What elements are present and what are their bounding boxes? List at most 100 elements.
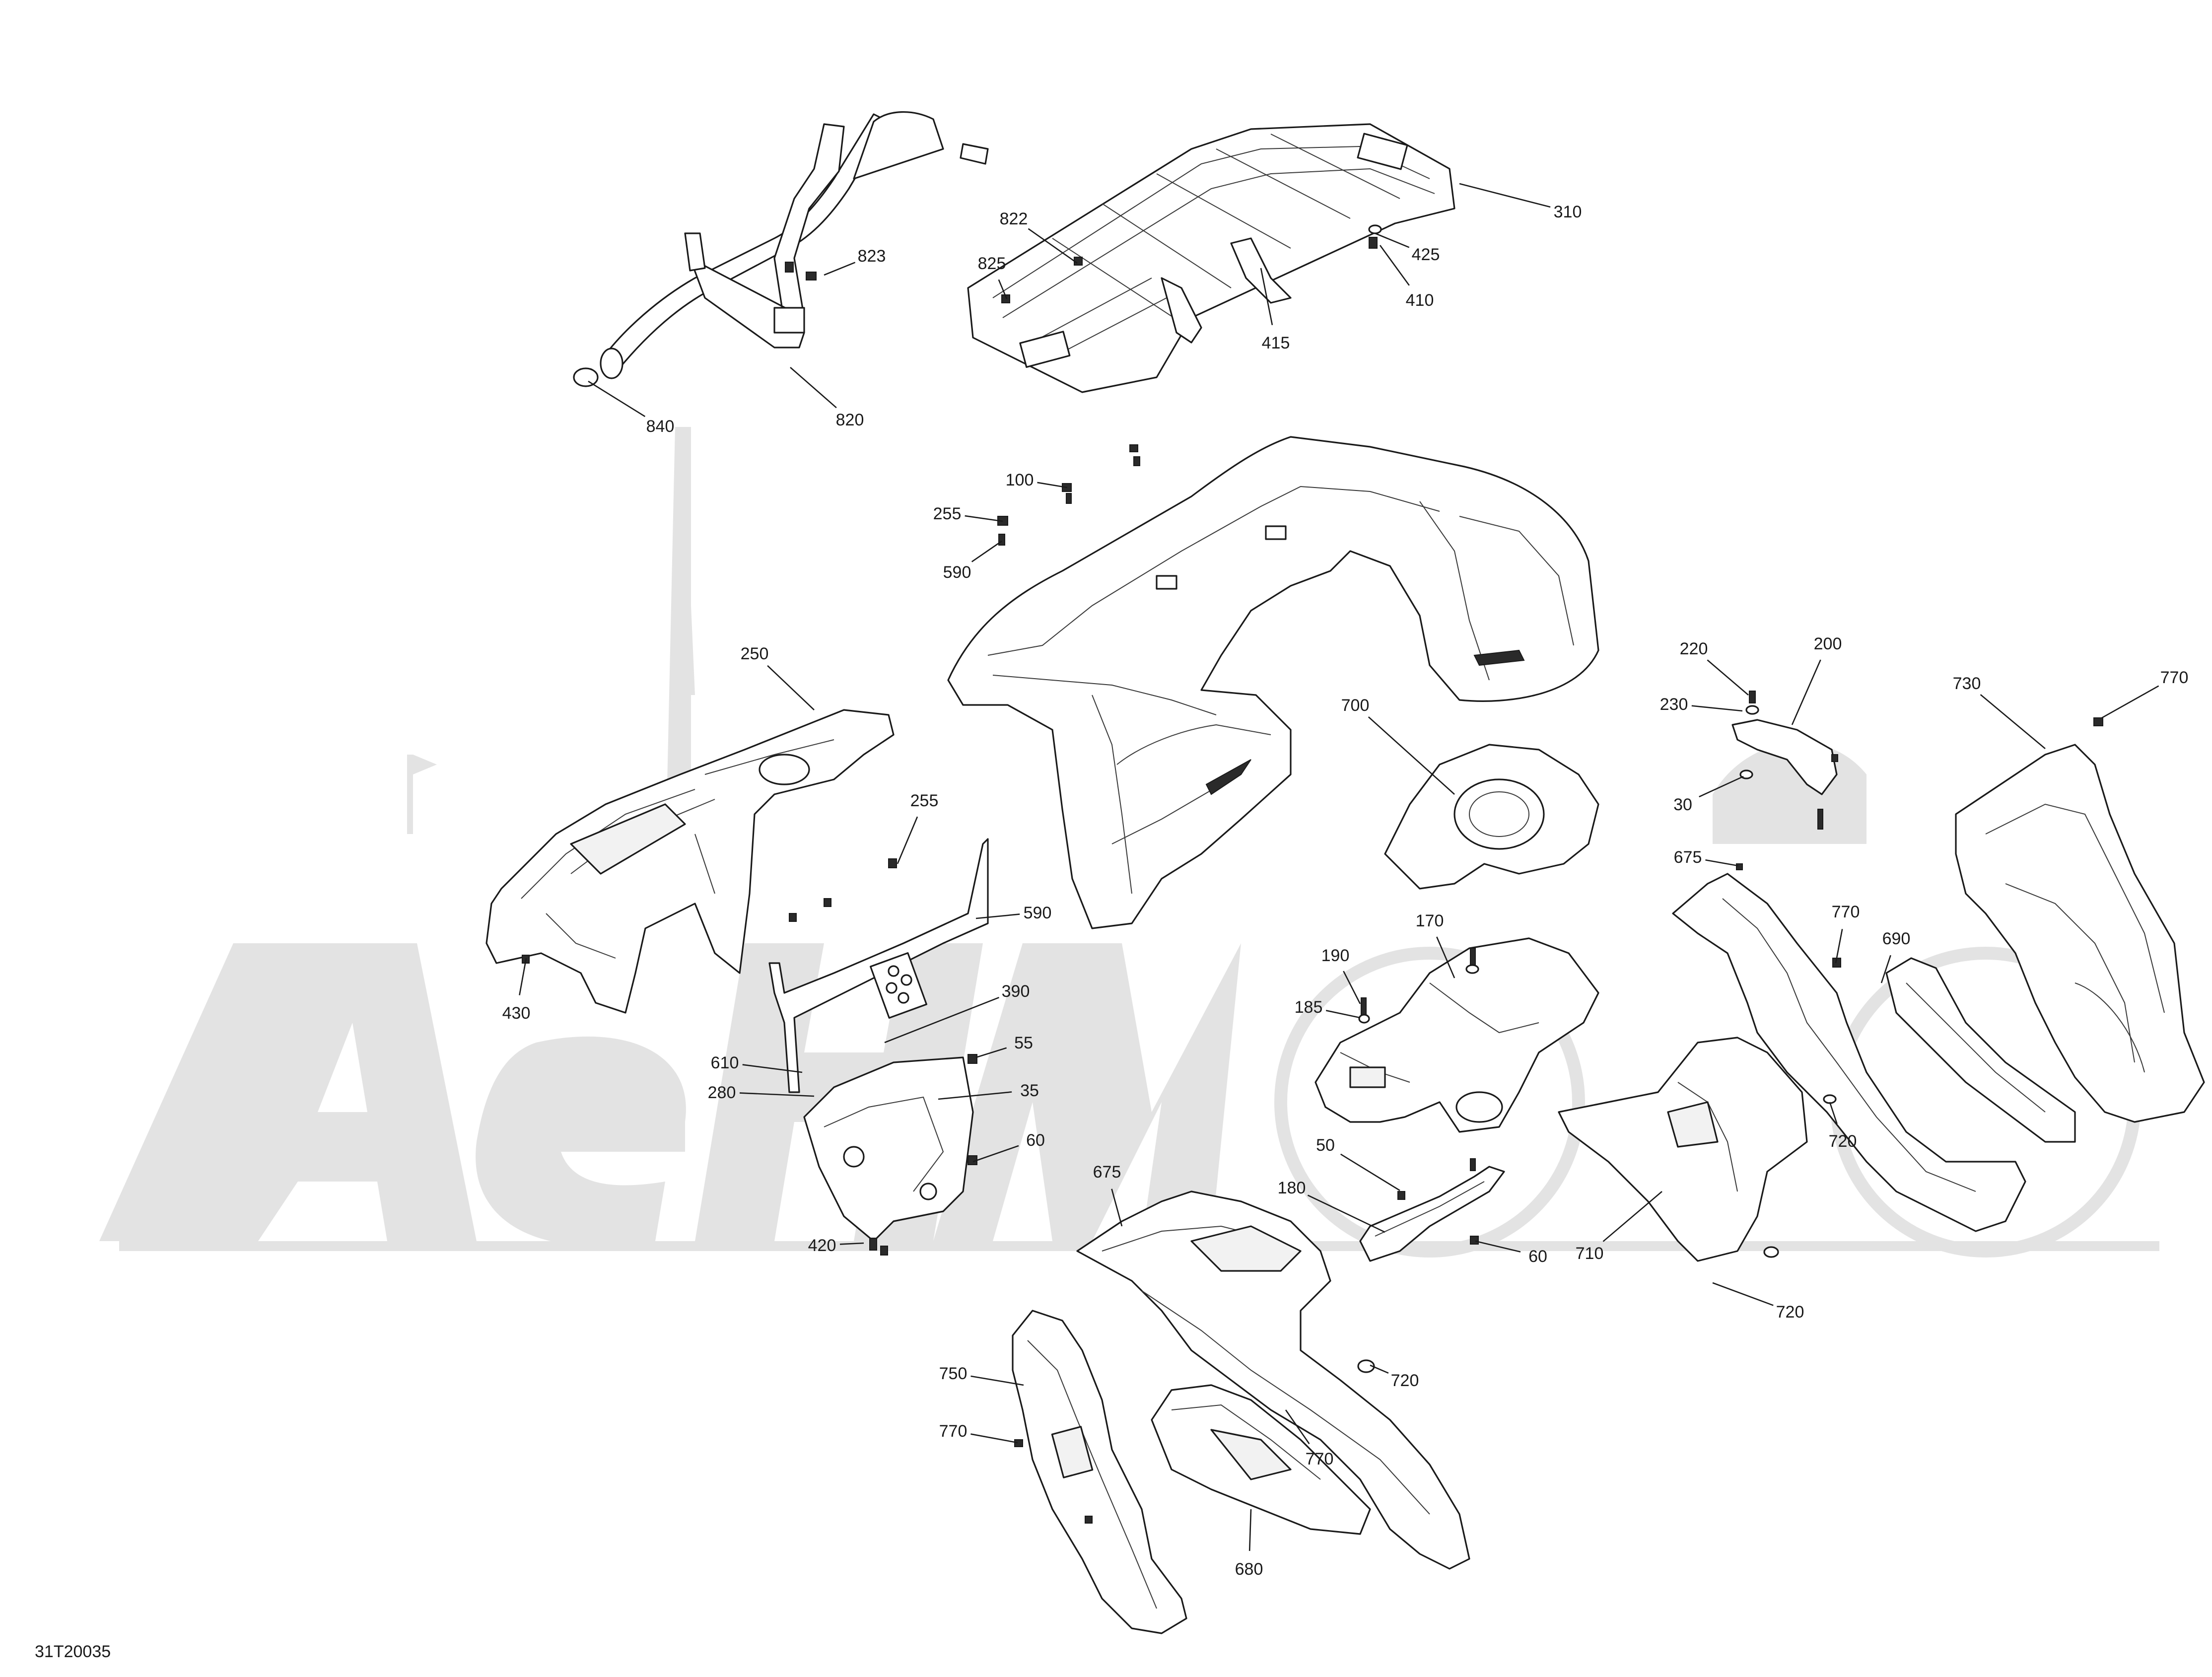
callout-label-390: 390 bbox=[1002, 982, 1030, 1001]
callout-leader-230 bbox=[1691, 705, 1743, 712]
callout-label-820: 820 bbox=[836, 411, 864, 429]
part-710-panel bbox=[1558, 1037, 1808, 1262]
callout-leader-680 bbox=[1248, 1509, 1252, 1551]
callout-label-425: 425 bbox=[1412, 245, 1440, 264]
callout-label-710: 710 bbox=[1576, 1244, 1604, 1263]
callout-leader-390 bbox=[884, 996, 999, 1044]
callout-label-410: 410 bbox=[1406, 291, 1434, 310]
callout-leader-425 bbox=[1375, 232, 1410, 248]
callout-label-720a: 720 bbox=[1829, 1132, 1857, 1151]
part-35-bracket bbox=[803, 1056, 974, 1242]
callout-leader-50 bbox=[1340, 1153, 1400, 1191]
callout-label-185: 185 bbox=[1295, 998, 1323, 1017]
fastener-right bbox=[1736, 863, 1841, 1104]
callout-label-720c: 720 bbox=[1391, 1371, 1419, 1390]
part-690-trim bbox=[1885, 957, 2076, 1143]
callout-leader-700 bbox=[1368, 716, 1455, 795]
callout-label-590a: 590 bbox=[943, 563, 971, 582]
callout-leader-430 bbox=[519, 958, 527, 995]
callout-label-840: 840 bbox=[646, 417, 675, 436]
callout-label-190: 190 bbox=[1321, 946, 1350, 965]
callout-leader-190 bbox=[1343, 971, 1361, 1004]
callout-leader-410 bbox=[1379, 245, 1410, 286]
callout-leader-610 bbox=[742, 1064, 803, 1073]
callout-label-700: 700 bbox=[1341, 696, 1370, 715]
callout-label-690: 690 bbox=[1882, 929, 1911, 948]
callout-label-30: 30 bbox=[1673, 795, 1692, 814]
callout-label-720b: 720 bbox=[1776, 1303, 1804, 1322]
callout-leader-55 bbox=[975, 1047, 1007, 1058]
part-rear-fender-body bbox=[947, 436, 1599, 929]
callout-label-680: 680 bbox=[1235, 1560, 1263, 1579]
callout-label-310: 310 bbox=[1554, 203, 1582, 221]
callout-label-280: 280 bbox=[708, 1083, 736, 1102]
callout-label-610: 610 bbox=[711, 1053, 739, 1072]
callout-leader-310 bbox=[1459, 183, 1551, 208]
callout-leader-100 bbox=[1037, 482, 1068, 489]
callout-leader-730 bbox=[1980, 694, 2046, 749]
callout-leader-690 bbox=[1880, 955, 1891, 983]
part-280-frame bbox=[768, 838, 989, 1093]
callout-leader-590a bbox=[971, 540, 1002, 562]
callout-leader-60a bbox=[972, 1145, 1019, 1163]
callout-label-60b: 60 bbox=[1528, 1247, 1547, 1266]
callout-leader-770a bbox=[2101, 685, 2159, 719]
callout-label-255a: 255 bbox=[933, 504, 962, 523]
callout-leader-675a bbox=[1705, 859, 1739, 867]
callout-label-180: 180 bbox=[1278, 1179, 1306, 1197]
callout-leader-590b bbox=[975, 913, 1020, 919]
callout-leader-255b bbox=[897, 816, 918, 864]
callout-leader-35 bbox=[938, 1091, 1012, 1100]
callout-leader-200 bbox=[1791, 659, 1821, 725]
fastener-100-255-590 bbox=[997, 444, 1140, 546]
callout-leader-280 bbox=[739, 1092, 815, 1097]
callout-label-200: 200 bbox=[1814, 634, 1842, 653]
callout-label-35: 35 bbox=[1020, 1081, 1039, 1100]
callout-leader-820 bbox=[790, 367, 837, 409]
callout-label-170: 170 bbox=[1416, 911, 1444, 930]
callout-label-770a: 770 bbox=[2160, 668, 2189, 687]
callout-leader-675b bbox=[1111, 1188, 1123, 1227]
part-250-panel bbox=[485, 709, 895, 1014]
part-170-console bbox=[1314, 937, 1599, 1133]
callout-leader-720c bbox=[1370, 1364, 1389, 1374]
callout-leader-255a bbox=[965, 515, 1003, 522]
part-200-bracket bbox=[1731, 691, 1838, 830]
callout-label-675a: 675 bbox=[1674, 848, 1702, 867]
callout-label-415: 415 bbox=[1262, 334, 1290, 352]
callout-leader-250 bbox=[767, 665, 815, 710]
part-680-panel bbox=[1151, 1384, 1371, 1535]
callout-leader-823 bbox=[824, 262, 856, 276]
callout-leader-60b bbox=[1475, 1240, 1521, 1253]
callout-label-675b: 675 bbox=[1093, 1163, 1121, 1182]
callout-leader-770c bbox=[970, 1433, 1018, 1444]
callout-leader-420 bbox=[839, 1242, 864, 1245]
callout-label-220: 220 bbox=[1680, 639, 1708, 658]
callout-leader-220 bbox=[1707, 659, 1749, 696]
callout-leader-185 bbox=[1325, 1010, 1361, 1019]
callout-label-730: 730 bbox=[1953, 674, 1981, 693]
callout-label-590b: 590 bbox=[1024, 904, 1052, 922]
callout-label-55: 55 bbox=[1014, 1034, 1033, 1052]
callout-label-825: 825 bbox=[978, 254, 1006, 273]
part-700-cover bbox=[1384, 744, 1599, 890]
diagram-code: 31T20035 bbox=[35, 1642, 111, 1661]
callout-label-60a: 60 bbox=[1026, 1131, 1045, 1150]
part-lower-side-panel bbox=[1076, 1190, 1470, 1570]
part-180-bar bbox=[1359, 1158, 1505, 1262]
callout-label-250: 250 bbox=[741, 644, 769, 663]
part-right-side-rail bbox=[1672, 873, 2026, 1232]
callout-label-823: 823 bbox=[858, 247, 886, 266]
part-730-side-panel bbox=[1955, 717, 2205, 1123]
callout-leader-720a bbox=[1829, 1102, 1838, 1124]
callout-leader-720b bbox=[1712, 1282, 1774, 1306]
part-750-rail bbox=[1012, 1310, 1187, 1634]
part-grab-bar-assembly bbox=[573, 111, 989, 387]
callout-leader-770d bbox=[1285, 1409, 1310, 1445]
fastener-823 bbox=[785, 262, 817, 280]
part-rear-rack bbox=[967, 123, 1455, 393]
callout-leader-750 bbox=[970, 1375, 1024, 1386]
callout-leader-415 bbox=[1260, 268, 1273, 325]
callout-leader-30 bbox=[1699, 775, 1744, 798]
